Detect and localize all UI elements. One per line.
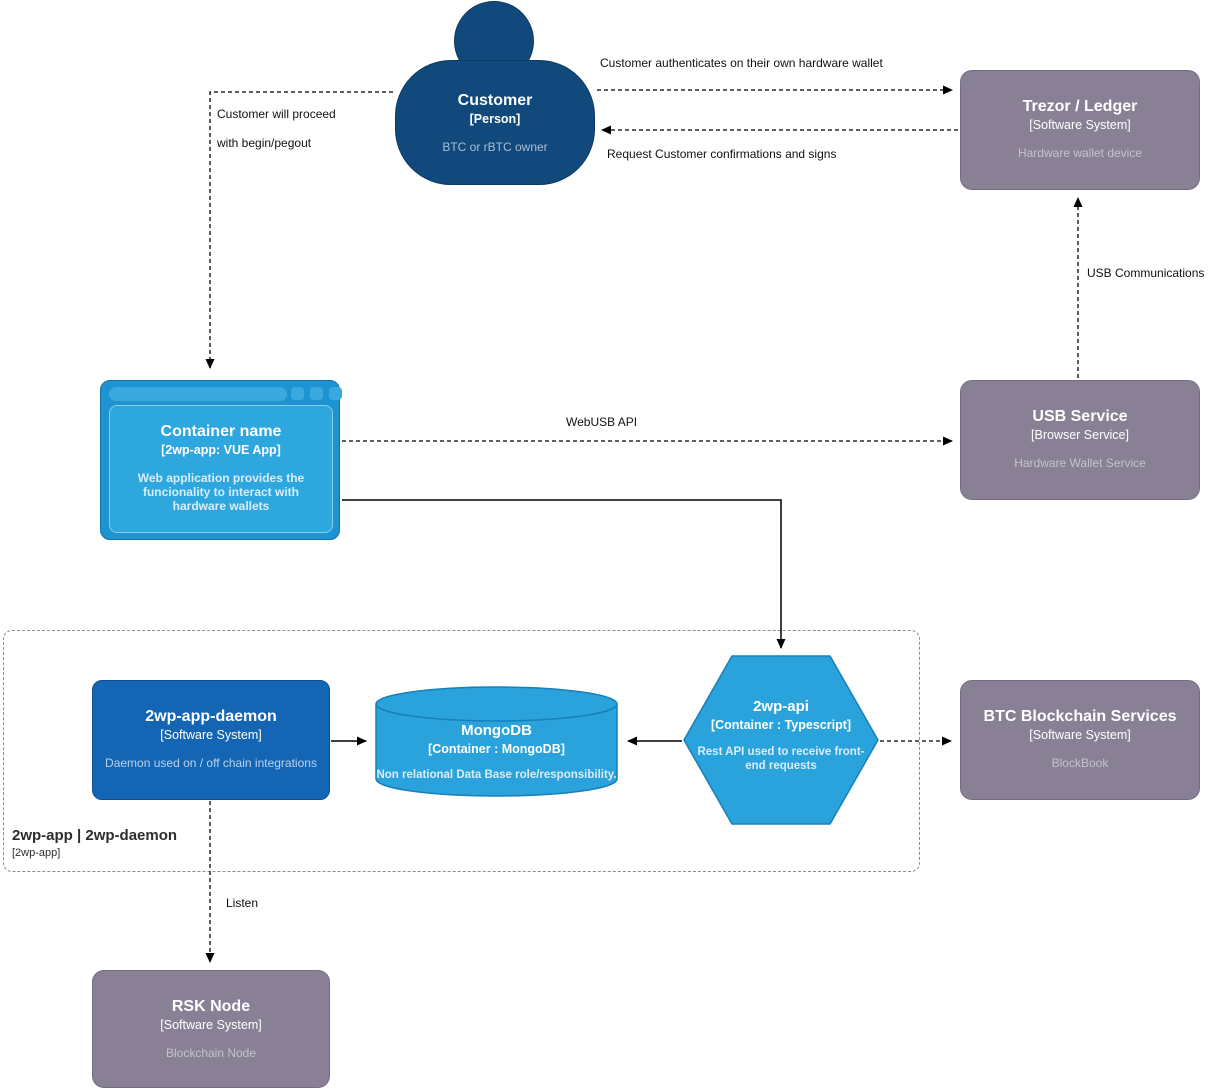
label-usbcomm: USB Communications	[1087, 266, 1205, 280]
node-subtitle: [Software System]	[160, 1018, 262, 1032]
node-subtitle: [Container : Typescript]	[710, 718, 852, 732]
node-title: USB Service	[1032, 408, 1128, 425]
node-title: 2wp-api	[753, 698, 809, 715]
node-desc: BlockBook	[1051, 756, 1109, 770]
edge-webapp-to-api	[342, 499, 786, 649]
node-desc: Blockchain Node	[165, 1046, 257, 1060]
node-desc: Rest API used to receive front-end reque…	[697, 746, 865, 772]
label-proceed-2: with begin/pegout	[217, 136, 312, 150]
browser-content-panel: Container name [2wp-app: VUE App] Web ap…	[109, 405, 333, 533]
node-subtitle: [Software System]	[160, 728, 262, 742]
node-desc: Hardware Wallet Service	[1014, 456, 1146, 470]
node-rsk-node: RSK Node [Software System] Blockchain No…	[92, 970, 330, 1088]
label-webusb: WebUSB API	[566, 415, 638, 429]
node-usb-service: USB Service [Browser Service] Hardware W…	[960, 380, 1200, 500]
node-subtitle: [Software System]	[1029, 118, 1131, 132]
node-2wp-app-daemon: 2wp-app-daemon [Software System] Daemon …	[92, 680, 330, 800]
node-desc: Web application provides the funcionalit…	[137, 471, 305, 513]
label-listen: Listen	[226, 896, 259, 910]
node-desc: Non relational Data Base role/responsibi…	[376, 769, 617, 781]
node-mongodb: MongoDB [Container : MongoDB] Non relati…	[375, 685, 618, 798]
node-subtitle: [2wp-app: VUE App]	[161, 443, 281, 457]
node-webapp-container: Container name [2wp-app: VUE App] Web ap…	[100, 380, 342, 540]
label-confirm: Request Customer confirmations and signs	[607, 147, 837, 161]
node-subtitle: [Container : MongoDB]	[428, 742, 565, 756]
node-desc: Hardware wallet device	[1017, 146, 1143, 160]
edge-customer-to-webapp	[205, 91, 393, 369]
node-subtitle: [Software System]	[1029, 728, 1131, 742]
node-btc-blockchain-services: BTC Blockchain Services [Software System…	[960, 680, 1200, 800]
node-2wp-api-shape	[683, 655, 879, 825]
node-title: Customer	[457, 92, 533, 109]
browser-window-button	[329, 387, 342, 400]
node-subtitle: [Person]	[469, 112, 521, 126]
node-title: Container name	[160, 423, 282, 440]
label-auth: Customer authenticates on their own hard…	[600, 56, 883, 70]
node-title: BTC Blockchain Services	[983, 708, 1177, 725]
group-title: 2wp-app | 2wp-daemon	[12, 827, 178, 844]
node-mongodb-shape	[375, 686, 618, 797]
node-customer: Customer [Person] BTC or rBTC owner	[395, 60, 595, 185]
node-title: 2wp-app-daemon	[145, 708, 277, 725]
group-subtitle: [2wp-app]	[12, 847, 61, 859]
browser-address-bar	[109, 387, 287, 401]
node-2wp-api: 2wp-api [Container : Typescript] Rest AP…	[683, 655, 879, 825]
browser-window-button	[310, 387, 323, 400]
group-2wp-app	[3, 630, 920, 872]
node-trezor-ledger: Trezor / Ledger [Software System] Hardwa…	[960, 70, 1200, 190]
browser-window-button	[291, 387, 304, 400]
node-desc: Daemon used on / off chain integrations	[105, 756, 317, 770]
node-subtitle: [Browser Service]	[1031, 428, 1129, 442]
node-desc: BTC or rBTC owner	[442, 140, 548, 154]
label-proceed-1: Customer will proceed	[217, 107, 336, 121]
node-title: Trezor / Ledger	[1022, 98, 1138, 115]
node-title: MongoDB	[461, 722, 532, 739]
node-title: RSK Node	[171, 998, 251, 1015]
